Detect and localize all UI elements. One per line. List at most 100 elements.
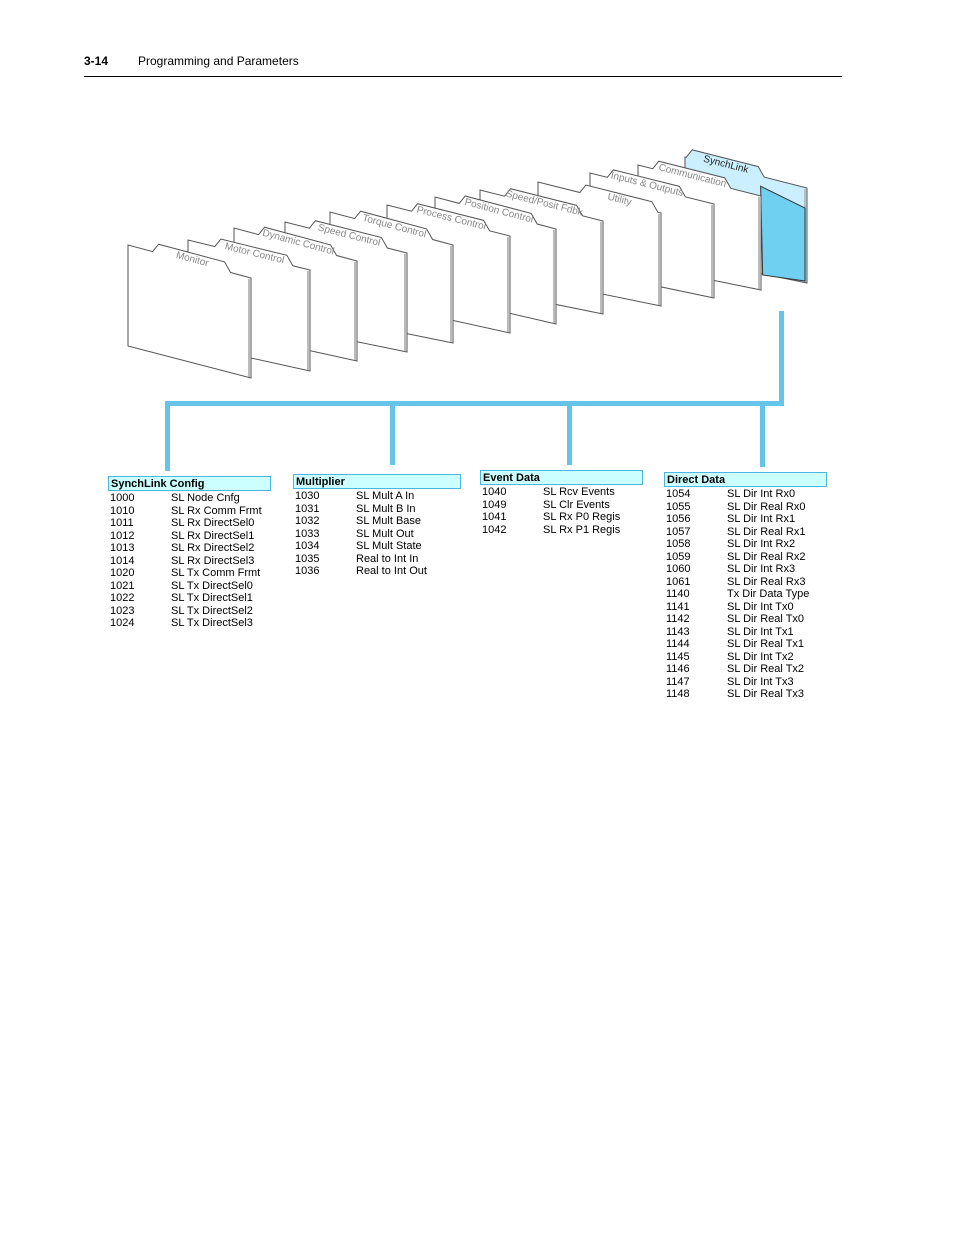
- parameter-row: 1032 SL Mult Base: [293, 515, 461, 528]
- parameter-number: 1055: [666, 500, 691, 513]
- parameter-name: SL Rx Comm Frmt: [171, 504, 262, 517]
- parameter-number: 1030: [295, 490, 320, 502]
- parameter-name: SL Dir Int Tx1: [727, 625, 794, 638]
- parameter-number: 1054: [666, 488, 691, 500]
- parameter-number: 1036: [295, 565, 320, 577]
- parameter-name: SL Dir Real Rx3: [727, 575, 806, 588]
- parameter-name: SL Tx Comm Frmt: [171, 567, 261, 579]
- folder-shape: [127, 243, 252, 379]
- parameter-name: SL Dir Real Tx1: [727, 638, 805, 650]
- parameter-number: 1144: [666, 638, 690, 650]
- parameter-row: 1042 SL Rx P1 Regis: [480, 524, 643, 537]
- parameter-number: 1014: [110, 554, 135, 567]
- parameter-number: 1034: [295, 540, 320, 552]
- parameter-row: 1012 SL Rx DirectSel1: [108, 530, 271, 543]
- parameter-number: 1059: [666, 550, 691, 563]
- parameter-name: SL Mult Out: [356, 527, 414, 540]
- group-title: Multiplier: [293, 474, 461, 489]
- parameter-name: SL Dir Real Rx1: [727, 525, 806, 538]
- parameter-name: SL Rcv Events: [543, 486, 615, 498]
- parameter-name: SL Dir Real Rx2: [727, 550, 806, 563]
- parameter-row: 1035 Real to Int In: [293, 553, 461, 566]
- parameter-row: 1054 SL Dir Int Rx0: [664, 488, 827, 501]
- parameter-number: 1145: [666, 650, 690, 663]
- parameter-name: SL Mult B In: [356, 502, 416, 515]
- parameter-name: SL Dir Int Rx0: [727, 488, 796, 500]
- parameter-number: 1146: [666, 663, 690, 675]
- connector-drop: [779, 311, 784, 406]
- parameter-number: 1011: [110, 517, 134, 529]
- parameter-name: SL Dir Int Rx2: [727, 538, 796, 550]
- parameter-row: 1143 SL Dir Int Tx1: [664, 626, 827, 639]
- parameter-number: 1141: [666, 600, 690, 613]
- parameter-row: 1058 SL Dir Int Rx2: [664, 538, 827, 551]
- parameter-number: 1033: [295, 527, 320, 540]
- parameter-name: SL Rx P1 Regis: [543, 523, 621, 536]
- parameter-number: 1058: [666, 538, 691, 550]
- parameter-name: SL Rx DirectSel1: [171, 529, 255, 542]
- parameter-name: SL Dir Int Rx3: [727, 563, 796, 575]
- parameter-row: 1057 SL Dir Real Rx1: [664, 526, 827, 539]
- group-title: Direct Data: [664, 472, 827, 487]
- parameter-number: 1021: [110, 579, 135, 592]
- parameter-name: SL Mult State: [356, 540, 422, 552]
- folder: Monitor: [127, 243, 252, 379]
- parameter-name: SL Tx DirectSel2: [171, 604, 253, 617]
- parameter-name: SL Dir Int Rx1: [727, 513, 796, 525]
- parameter-name: SL Dir Real Tx3: [727, 688, 805, 700]
- parameter-number: 1020: [110, 567, 135, 579]
- parameter-number: 1035: [295, 552, 320, 565]
- parameter-number: 1057: [666, 525, 691, 538]
- parameter-name: Real to Int In: [356, 552, 419, 565]
- parameter-number: 1012: [110, 529, 135, 542]
- parameter-number: 1061: [666, 575, 691, 588]
- parameter-number: 1000: [110, 492, 135, 504]
- parameter-row: 1020 SL Tx Comm Frmt: [108, 567, 271, 580]
- parameter-name: Tx Dir Data Type: [727, 588, 810, 600]
- parameter-number: 1032: [295, 515, 320, 527]
- connector-branch: [390, 403, 395, 465]
- folder-inner-panel: [760, 185, 806, 282]
- parameter-number: 1041: [482, 511, 507, 523]
- header-title: Programming and Parameters: [138, 54, 299, 68]
- parameter-name: SL Mult Base: [356, 515, 422, 527]
- group-title: SynchLink Config: [108, 476, 271, 491]
- parameter-row: 1059 SL Dir Real Rx2: [664, 551, 827, 564]
- parameter-number: 1143: [666, 625, 690, 638]
- parameter-name: SL Rx DirectSel0: [171, 517, 255, 529]
- parameter-number: 1042: [482, 523, 507, 536]
- parameter-number: 1023: [110, 604, 135, 617]
- parameter-name: SL Dir Real Tx2: [727, 663, 805, 675]
- parameter-number: 1024: [110, 617, 135, 629]
- parameter-row: 1146 SL Dir Real Tx2: [664, 663, 827, 676]
- parameter-row: 1000 SL Node Cnfg: [108, 492, 271, 505]
- parameter-number: 1148: [666, 688, 690, 700]
- parameter-name: SL Dir Real Tx0: [727, 613, 805, 625]
- parameter-row: 1011 SL Rx DirectSel0: [108, 517, 271, 530]
- parameter-row: 1148 SL Dir Real Tx3: [664, 688, 827, 701]
- parameter-row: 1023 SL Tx DirectSel2: [108, 605, 271, 618]
- parameter-name: SL Node Cnfg: [171, 492, 240, 504]
